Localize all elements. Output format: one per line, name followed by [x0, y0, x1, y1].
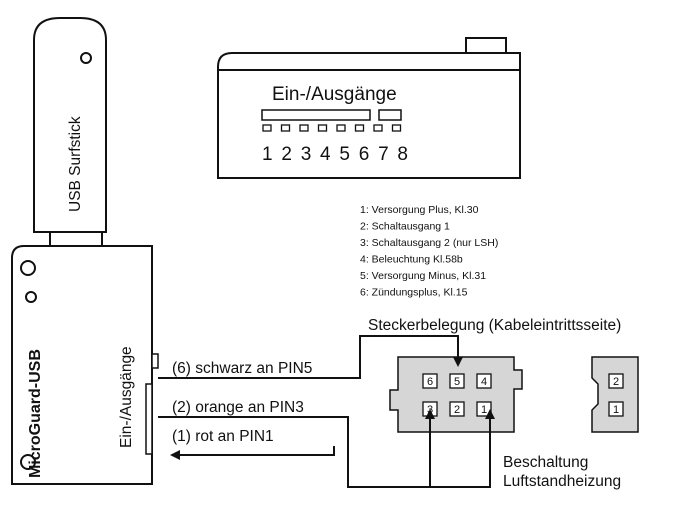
plug-pin: 6 [422, 373, 438, 389]
plug-pin-label: 2 [454, 404, 460, 416]
legend-item: 3: Schaltausgang 2 (nur LSH) [360, 237, 498, 249]
device-connector-socket [145, 383, 153, 455]
connector-pin [336, 124, 346, 132]
plug-pin: 1 [608, 401, 624, 417]
mount-hole-icon [20, 454, 36, 470]
wire-label-2: (2) orange an PIN3 [172, 399, 304, 416]
plug-pin: 5 [449, 373, 465, 389]
connector-pin [262, 124, 272, 132]
connector-pin [317, 124, 328, 132]
pin-legend: 1: Versorgung Plus, Kl.30 2: Schaltausgan… [360, 204, 498, 299]
device-connector-tab [151, 353, 159, 369]
connector-title: Ein-/Ausgänge [272, 84, 397, 105]
plug-title: Steckerbelegung (Kabeleintrittsseite) [368, 317, 621, 334]
plug-pin-label: 6 [427, 376, 433, 388]
connector-slot-large [261, 109, 371, 121]
wire-pin5 [158, 335, 463, 379]
usb-stick-label: USB Surfstick [67, 116, 84, 212]
plug-pin-label: 1 [481, 404, 487, 416]
wire-pin1 [170, 446, 335, 460]
connector-pin [391, 124, 402, 132]
plug-pin-label: 4 [481, 376, 487, 388]
legend-item: 6: Zündungsplus, Kl.15 [360, 287, 468, 299]
wire-label-6: (6) schwarz an PIN5 [172, 360, 312, 377]
device-io-label: Ein-/Ausgänge [118, 346, 135, 448]
connector-pin [373, 124, 383, 132]
mount-hole-icon [20, 260, 36, 276]
connector-pin-row [262, 124, 402, 132]
plug-pin: 1 [476, 401, 492, 417]
connector-pin [280, 124, 291, 132]
legend-item: 1: Versorgung Plus, Kl.30 [360, 204, 479, 216]
heater-label-line1: Beschaltung [503, 454, 588, 471]
connector-pin [354, 124, 365, 132]
usb-stick-hole-icon [80, 52, 92, 64]
connector-pin [299, 124, 309, 132]
led-icon [25, 291, 37, 303]
legend-item: 4: Beleuchtung Kl.58b [360, 254, 463, 266]
plug-pin-label: 1 [613, 404, 619, 416]
device-label: MicroGuard-USB [27, 349, 44, 478]
wires [158, 335, 495, 488]
plug-pin-label: 5 [454, 376, 460, 388]
plug-pin: 2 [608, 373, 624, 389]
plug-small: 21 [591, 356, 639, 433]
wire-label-1: (1) rot an PIN1 [172, 428, 274, 445]
legend-item: 2: Schaltausgang 1 [360, 221, 450, 233]
wire-pin1-return [430, 409, 495, 488]
heater-label-line2: Luftstandheizung [503, 473, 621, 490]
plug-pin: 4 [476, 373, 492, 389]
microguard-device: MicroGuard-USB Ein-/Ausgänge [11, 245, 159, 485]
plug-pin-label: 2 [613, 376, 619, 388]
connector-slot-small [378, 109, 402, 121]
wire-pin3 [158, 409, 435, 488]
plug-pin: 2 [449, 401, 465, 417]
legend-item: 5: Versorgung Minus, Kl.31 [360, 270, 486, 282]
connector-housing-top: Ein-/Ausgänge 12345678 [217, 37, 521, 179]
